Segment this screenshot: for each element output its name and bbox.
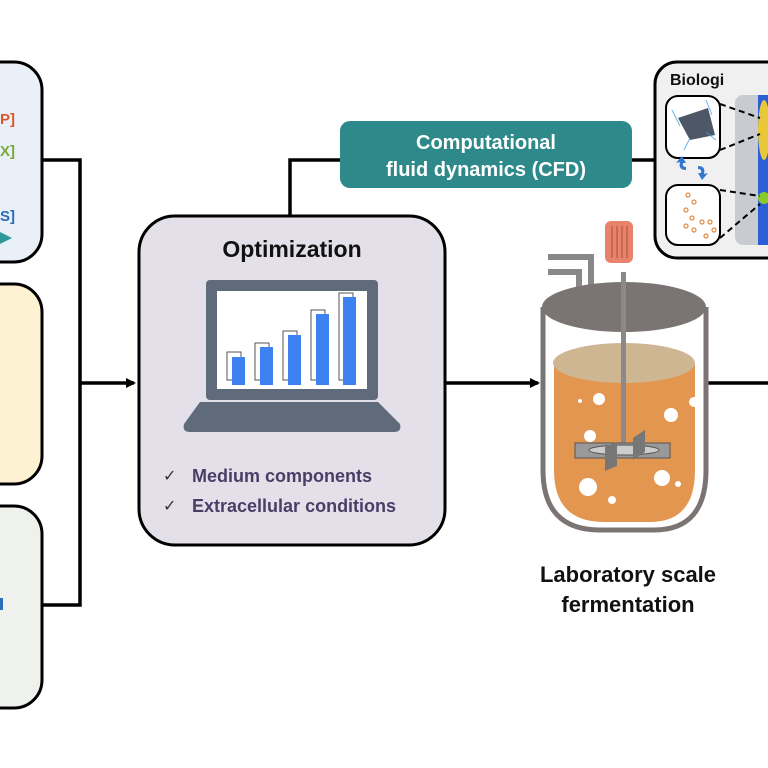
optimization-title: Optimization: [222, 236, 361, 262]
left-box-middle: [0, 282, 44, 486]
connector-lines: [42, 158, 768, 607]
check-icon: ✓: [163, 468, 176, 485]
cfd-cylinder-image: [735, 95, 768, 245]
left-box-top: [0, 60, 44, 264]
bar-chart-icon: [226, 292, 356, 385]
left-box-bottom: [0, 504, 44, 710]
fragment-s: S]: [0, 208, 15, 225]
zoom-lines: [719, 103, 761, 239]
swap-arrows-icon: [676, 156, 708, 180]
molecule-thumbnail: [665, 184, 721, 246]
fermentation-line2: fermentation: [561, 592, 694, 617]
molecule-icon: [683, 192, 717, 239]
blue-mark: [0, 598, 3, 610]
fermentation-line1: Laboratory scale: [540, 562, 716, 587]
cfd-line1: Computational: [416, 132, 556, 154]
item-extracellular-conditions: Extracellular conditions: [192, 496, 396, 516]
fragment-p: P]: [0, 111, 15, 128]
fragment-x: X]: [0, 143, 15, 160]
bioreactor-icon: [540, 221, 709, 533]
biologic-title: Biologi: [670, 72, 724, 89]
teal-arrow-icon: [0, 232, 12, 244]
item-medium-components: Medium components: [192, 466, 372, 486]
laptop-icon: [183, 280, 401, 432]
cfd-line2: fluid dynamics (CFD): [386, 159, 586, 181]
check-icon: ✓: [163, 498, 176, 515]
cfd-box: [340, 121, 632, 188]
